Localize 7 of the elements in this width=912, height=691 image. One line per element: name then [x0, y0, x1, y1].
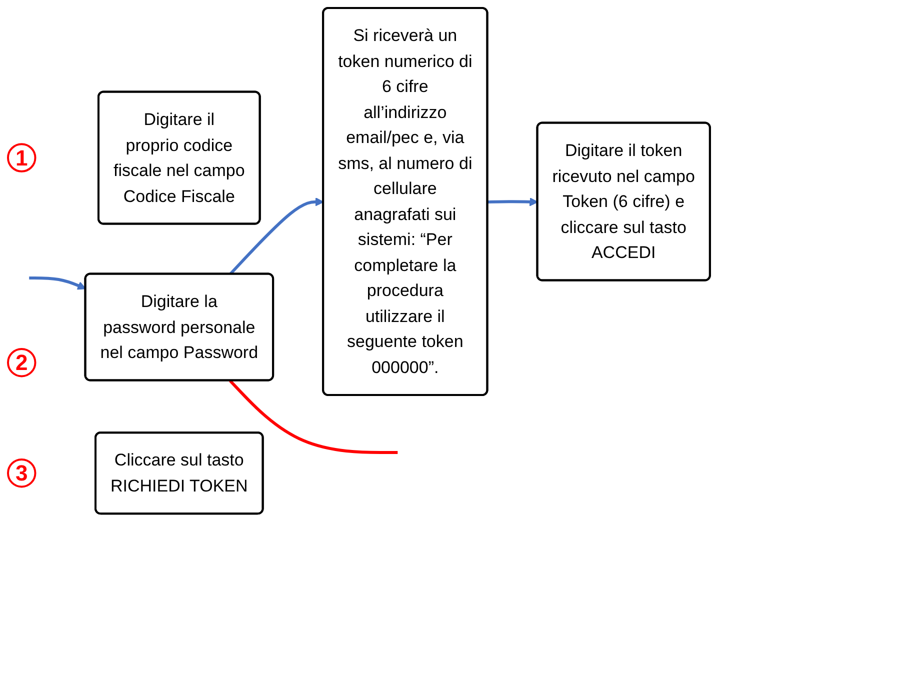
node-circle: 3	[7, 458, 36, 488]
arrow	[488, 197, 538, 206]
node-circle: 1	[7, 143, 36, 172]
node-circle: 2	[7, 348, 36, 378]
arrow	[29, 276, 86, 290]
arrow	[229, 197, 324, 276]
leader-line	[229, 380, 398, 454]
